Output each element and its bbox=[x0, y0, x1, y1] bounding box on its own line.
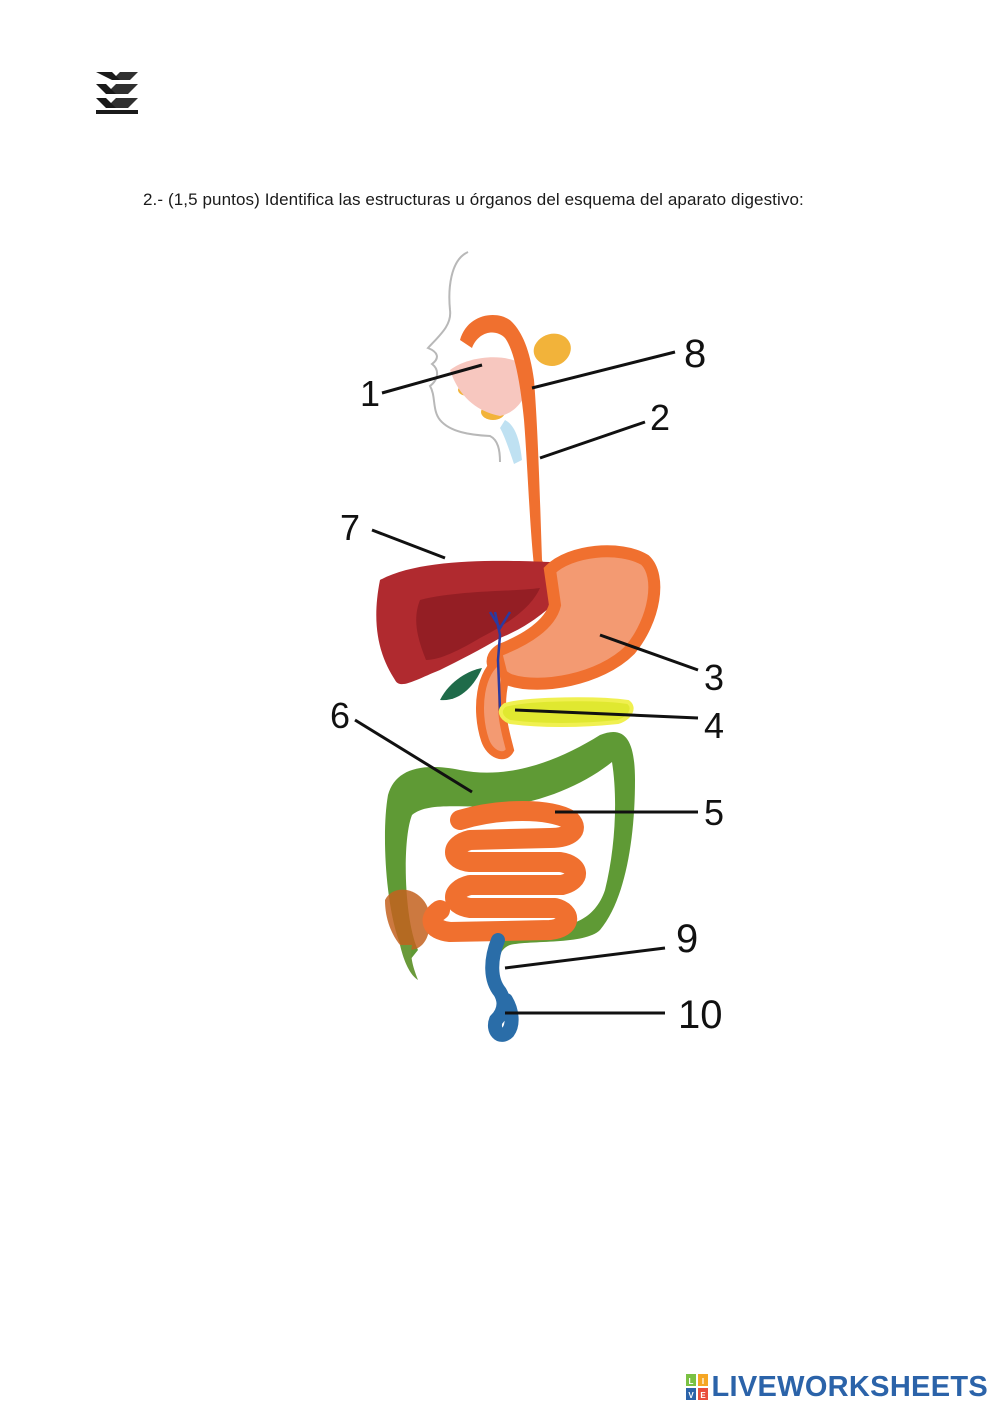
liveworksheets-brand[interactable]: L I V E LIVEWORKSHEETS bbox=[686, 1369, 989, 1405]
leader-line-9 bbox=[505, 948, 665, 968]
leader-line-7 bbox=[372, 530, 445, 558]
label-7: 7 bbox=[340, 507, 360, 548]
label-4: 4 bbox=[704, 705, 724, 746]
brand-text: LIVEWORKSHEETS bbox=[712, 1371, 989, 1404]
label-6: 6 bbox=[330, 695, 350, 736]
gallbladder bbox=[440, 668, 482, 700]
label-2: 2 bbox=[650, 397, 670, 438]
label-1: 1 bbox=[360, 373, 380, 414]
leader-line-2 bbox=[540, 422, 645, 458]
institution-logo-icon bbox=[92, 68, 142, 118]
question-text: 2.- (1,5 puntos) Identifica las estructu… bbox=[143, 190, 903, 210]
label-3: 3 bbox=[704, 657, 724, 698]
svg-text:L: L bbox=[688, 1377, 693, 1386]
label-10: 10 bbox=[678, 993, 723, 1037]
head-outline bbox=[428, 252, 500, 462]
rectum bbox=[492, 940, 511, 1035]
label-9: 9 bbox=[676, 917, 698, 961]
digestive-system-diagram: 1 8 2 7 3 4 6 5 9 10 bbox=[300, 240, 760, 1060]
svg-text:E: E bbox=[700, 1391, 706, 1400]
label-5: 5 bbox=[704, 792, 724, 833]
label-8: 8 bbox=[684, 332, 706, 376]
svg-text:V: V bbox=[688, 1391, 694, 1400]
small-intestine bbox=[433, 811, 576, 932]
svg-text:I: I bbox=[701, 1377, 703, 1386]
liveworksheets-badge-icon: L I V E bbox=[686, 1374, 708, 1400]
trachea bbox=[500, 420, 522, 464]
parotid-gland bbox=[534, 334, 571, 366]
